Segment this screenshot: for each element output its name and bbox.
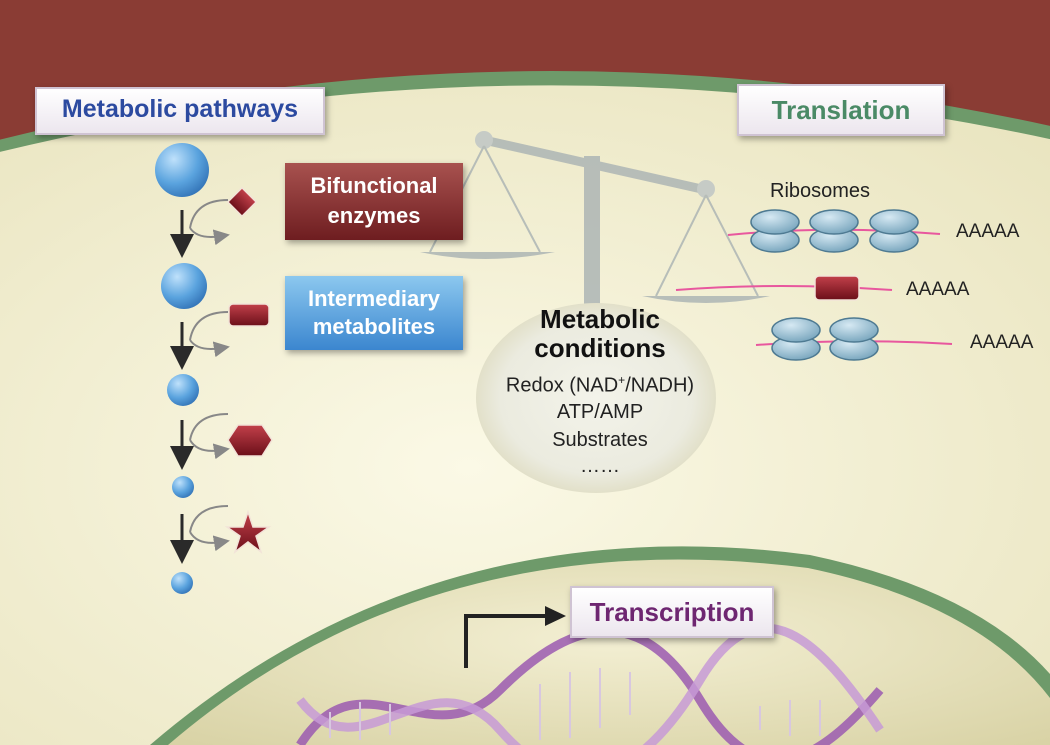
nucleus <box>168 559 1050 745</box>
conditions-ellipsis: …… <box>580 455 620 477</box>
intermediary-metabolites-box: Intermediary metabolites <box>285 276 463 350</box>
polya-tail-3: AAAAA <box>970 332 1034 353</box>
star-metabolite-icon <box>224 509 272 555</box>
redox-superscript: + <box>618 373 626 387</box>
ribosome-icon <box>829 317 879 361</box>
ribosome-icon <box>771 317 821 361</box>
redox-condition: Redox (NAD+/NADH) <box>470 373 730 398</box>
metabolic-conditions-bubble <box>476 303 716 493</box>
transcription-arrowhead <box>545 606 566 626</box>
conditions-heading-line2: conditions <box>534 333 666 363</box>
ribosomes-group <box>750 209 919 361</box>
side-product-arrows <box>189 199 230 552</box>
polya-tail-2: AAAAA <box>906 279 970 300</box>
intermediary-line2: metabolites <box>312 314 436 339</box>
diamond-metabolite-icon <box>226 186 258 218</box>
transcription-title: Transcription <box>570 586 774 638</box>
atp-amp-condition: ATP/AMP <box>556 401 644 423</box>
hexagon-metabolite-icon <box>227 424 273 457</box>
metabolite-5 <box>171 572 193 594</box>
metabolic-pathways-title: Metabolic pathways <box>35 87 325 135</box>
conditions-heading-line1: Metabolic <box>540 304 660 334</box>
redox-suffix: /NADH) <box>625 374 695 397</box>
substrates-condition: Substrates <box>552 429 648 451</box>
metabolite-3 <box>167 374 199 406</box>
metabolite-1 <box>155 143 209 197</box>
transcription-start-arrow <box>464 614 548 668</box>
rectangle-metabolite-icon <box>228 303 270 327</box>
metabolite-2 <box>161 263 207 309</box>
polya-tail-1: AAAAA <box>956 221 1020 242</box>
ribosome-icon <box>869 209 919 253</box>
balance-scale-icon <box>420 131 770 331</box>
translation-title: Translation <box>737 84 945 136</box>
ribosome-icon <box>750 209 800 253</box>
intermediary-line1: Intermediary <box>307 286 441 311</box>
metabolite-4 <box>172 476 194 498</box>
ribosomes-label: Ribosomes <box>770 180 871 202</box>
ribosome-icon <box>809 209 859 253</box>
bifunctional-enzymes-box: Bifunctional enzymes <box>285 163 463 240</box>
bifunctional-line2: enzymes <box>327 203 421 228</box>
bifunctional-line1: Bifunctional <box>310 173 438 198</box>
metabolic-conditions-heading: Metabolic conditions <box>500 305 700 363</box>
bound-metabolite-icon <box>814 275 860 301</box>
redox-prefix: Redox (NAD <box>505 374 619 397</box>
